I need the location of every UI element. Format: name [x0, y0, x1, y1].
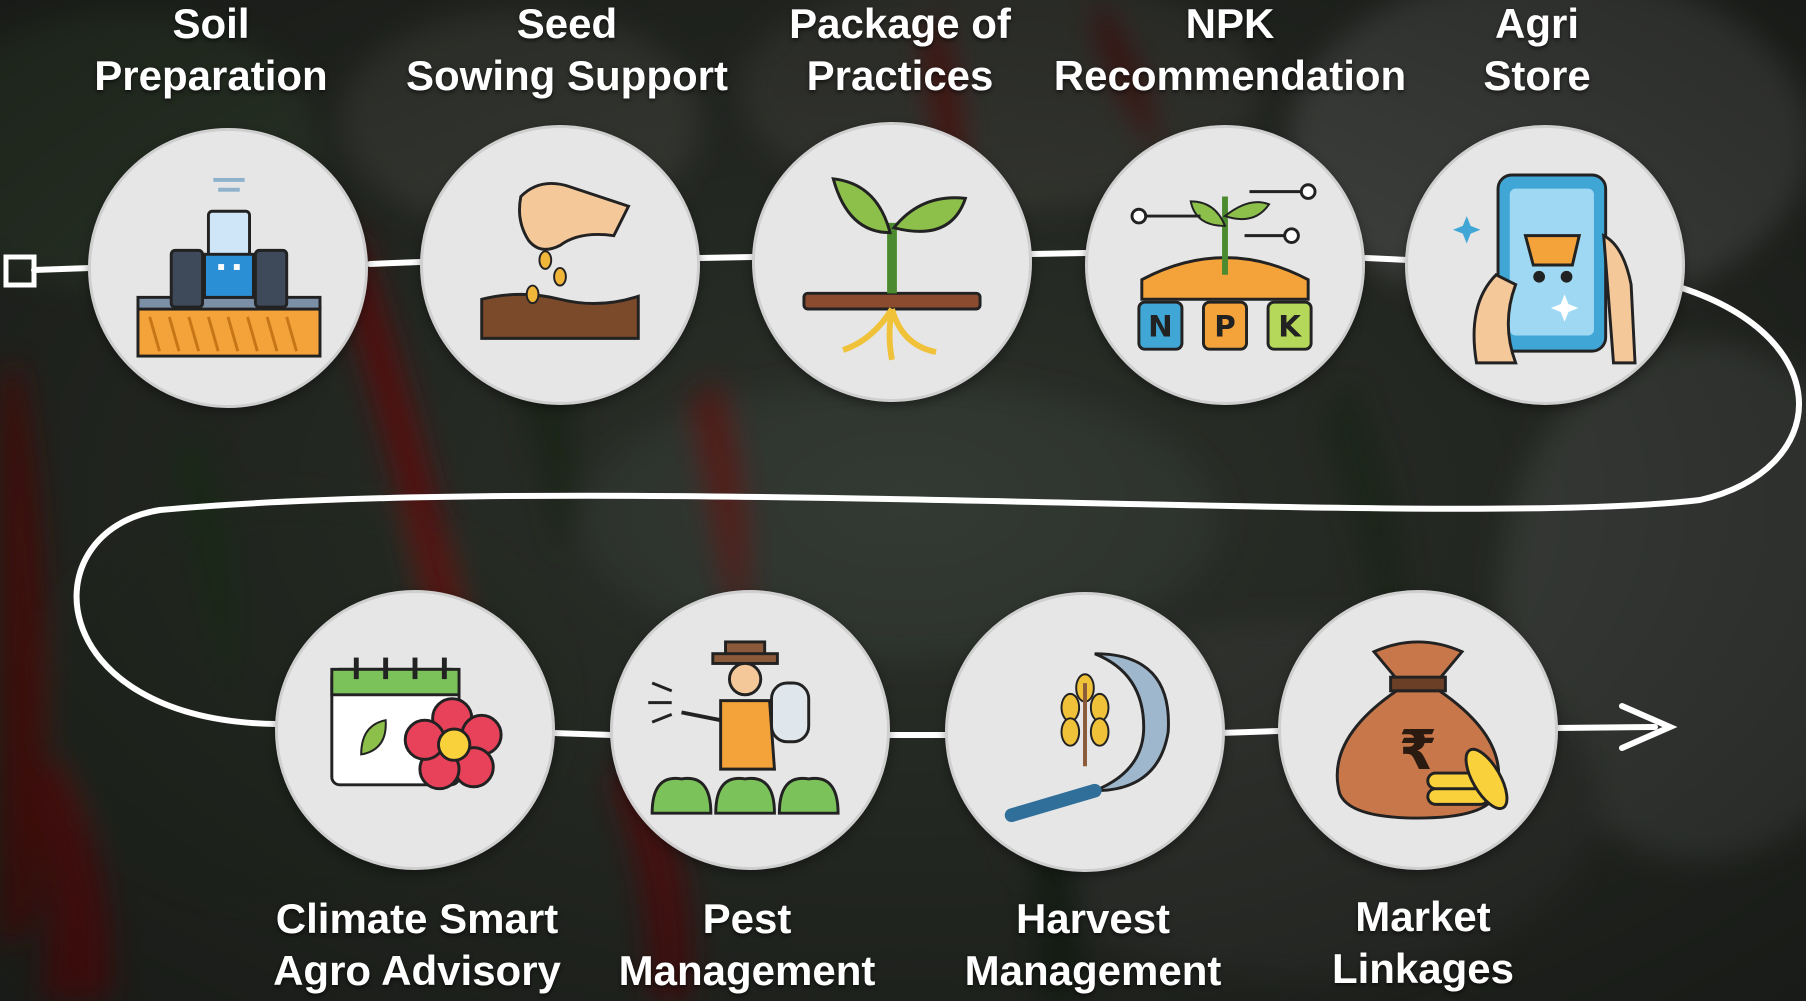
label-climate-smart-agro-advisory: Climate Smart Agro Advisory	[237, 893, 597, 997]
label-line1: NPK	[1185, 0, 1275, 47]
sickle-wheat-icon	[1004, 652, 1170, 823]
node-seed-sowing-support[interactable]	[420, 125, 700, 405]
svg-text:P: P	[1214, 309, 1236, 343]
node-soil-preparation[interactable]	[88, 128, 368, 408]
svg-text:N: N	[1148, 309, 1173, 343]
label-pest-management: Pest Management	[567, 893, 927, 997]
label-line1: Harvest	[1015, 895, 1171, 942]
label-line1: Soil	[172, 0, 250, 47]
label-line2: Preparation	[94, 52, 328, 99]
svg-text:K: K	[1278, 309, 1302, 343]
label-line1: Market	[1355, 893, 1491, 940]
label-line1: Seed	[516, 0, 618, 47]
mobile-shopping-cart-icon	[1453, 173, 1637, 365]
hand-sowing-seeds-icon	[480, 182, 640, 340]
label-line1: Agri	[1495, 0, 1579, 47]
label-market-linkages: Market Linkages	[1243, 891, 1603, 995]
label-line2: Sowing Support	[406, 52, 728, 99]
tractor-icon	[136, 177, 322, 358]
money-bag-rupee-icon: ₹	[1335, 640, 1509, 820]
node-harvest-management[interactable]	[945, 592, 1225, 872]
label-line2: Linkages	[1331, 945, 1515, 992]
farmer-sprayer-icon	[648, 640, 840, 815]
svg-text:₹: ₹	[1399, 718, 1437, 782]
label-line2: Agro Advisory	[273, 947, 561, 994]
node-climate-smart-agro-advisory[interactable]	[275, 590, 555, 870]
flow-start-square	[3, 254, 37, 288]
label-line1: Pest	[702, 895, 792, 942]
node-package-of-practices[interactable]	[752, 122, 1032, 402]
label-seed-sowing-support: Seed Sowing Support	[387, 0, 747, 102]
node-market-linkages[interactable]: ₹	[1278, 590, 1558, 870]
label-soil-preparation: Soil Preparation	[31, 0, 391, 102]
label-line2: Management	[964, 947, 1222, 994]
label-agri-store: Agri Store	[1357, 0, 1717, 102]
label-harvest-management: Harvest Management	[913, 893, 1273, 997]
label-line1: Package of	[789, 0, 1011, 47]
node-agri-store[interactable]	[1405, 125, 1685, 405]
label-line1: Climate Smart	[275, 895, 559, 942]
label-line2: Management	[618, 947, 876, 994]
node-pest-management[interactable]	[610, 590, 890, 870]
label-line2: Practices	[806, 52, 994, 99]
label-line2: Recommendation	[1053, 52, 1407, 99]
calendar-flower-icon	[330, 657, 503, 791]
label-line2: Store	[1483, 52, 1591, 99]
seedling-icon	[802, 177, 982, 361]
label-package-of-practices: Package of Practices	[720, 0, 1080, 102]
label-npk-recommendation: NPK Recommendation	[1050, 0, 1410, 102]
